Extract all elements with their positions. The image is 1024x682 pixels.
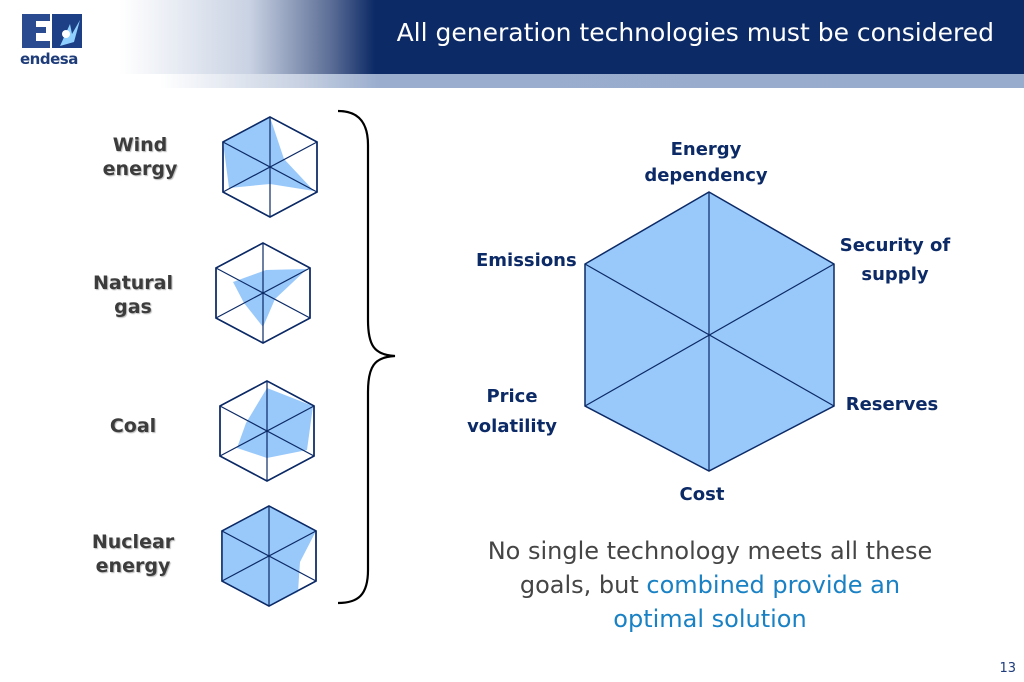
conclusion-text: No single technology meets all these goa… xyxy=(487,537,933,633)
tech-label-coal: Coal xyxy=(109,415,157,437)
ideal-radar-hexagon xyxy=(584,191,835,472)
page-number: 13 xyxy=(999,661,1016,676)
coal-radar-icon xyxy=(219,380,315,482)
header-rule xyxy=(0,74,1024,88)
endesa-logo xyxy=(22,14,82,48)
natural-gas-radar-icon xyxy=(215,242,311,344)
criterion-emissions: Emissions xyxy=(476,250,577,271)
criterion-cost: Cost xyxy=(679,484,725,505)
header-band xyxy=(0,0,1024,74)
criterion-reserves: Reserves xyxy=(845,394,939,415)
page-title: All generation technologies must be cons… xyxy=(396,18,994,47)
grouping-brace xyxy=(337,109,396,605)
wind-radar-icon xyxy=(222,116,318,218)
nuclear-radar-icon xyxy=(221,505,317,607)
logo-text: endesa xyxy=(20,50,78,68)
